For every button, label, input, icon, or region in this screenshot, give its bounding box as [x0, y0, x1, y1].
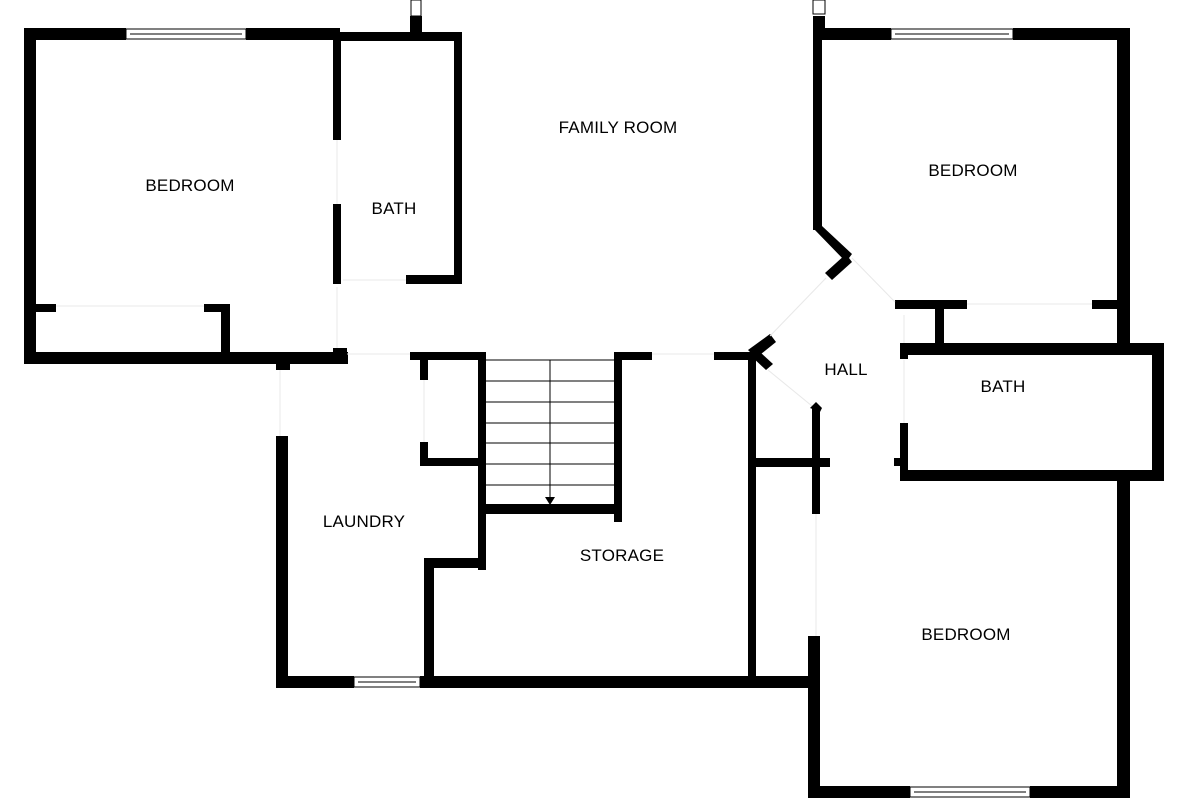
bath-2-walls: [894, 343, 1164, 481]
room-label-laundry: LAUNDRY: [322, 512, 406, 531]
room-label-bedroom-2: BEDROOM: [928, 161, 1018, 180]
room-label-hall: HALL: [824, 360, 868, 379]
room-label-bath-1: BATH: [371, 199, 417, 218]
laundry-walls: [276, 352, 754, 688]
room-label-storage: STORAGE: [579, 546, 665, 565]
room-label-bedroom-1: BEDROOM: [145, 176, 235, 195]
room-label-bath-2: BATH: [980, 377, 1026, 396]
bedroom-2-walls: [813, 28, 1130, 348]
bedroom-1-walls: [24, 28, 348, 364]
stairs: [486, 352, 622, 522]
room-label-family-room: FAMILY ROOM: [558, 118, 678, 137]
stair-arrow-down-icon: [545, 497, 555, 505]
bath-1-walls: [340, 16, 462, 284]
room-label-bedroom-3: BEDROOM: [921, 625, 1011, 644]
bedroom-3-walls: [748, 478, 1130, 798]
